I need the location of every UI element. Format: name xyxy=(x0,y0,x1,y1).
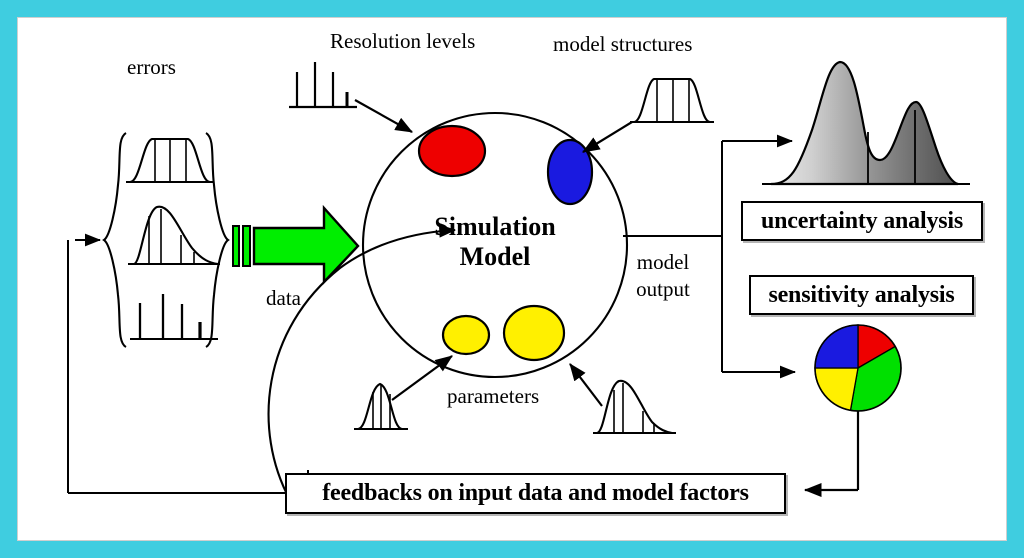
parameters-symmetric-chart xyxy=(354,382,408,431)
data-green-arrow xyxy=(232,204,360,286)
errors-trapezoid-chart xyxy=(126,137,214,184)
resolution-levels-arrow xyxy=(354,99,413,133)
parameters-skewed-chart xyxy=(593,379,676,435)
sensitivity-analysis-box[interactable]: sensitivity analysis xyxy=(749,275,974,315)
feedback-return-path xyxy=(67,240,285,494)
uncertainty-analysis-box[interactable]: uncertainty analysis xyxy=(741,201,983,241)
simulation-model-title: Simulation Model xyxy=(395,212,595,272)
feedbacks-box[interactable]: feedbacks on input data and model factor… xyxy=(285,473,786,514)
feedback-to-model-curve xyxy=(267,224,457,501)
resolution-levels-label: Resolution levels xyxy=(330,29,476,53)
errors-label: errors xyxy=(127,55,176,79)
sensitivity-pie-chart xyxy=(814,324,902,412)
model-blob-red xyxy=(417,124,487,178)
errors-skewed-chart xyxy=(128,205,220,266)
model-blob-blue xyxy=(546,138,594,206)
errors-discrete-chart xyxy=(130,294,218,341)
model-blob-yellow-large xyxy=(502,304,566,362)
model-structures-arrow xyxy=(582,121,633,153)
model-blob-yellow-small xyxy=(441,314,491,356)
errors-bracket-left xyxy=(102,132,127,348)
data-label: data xyxy=(266,286,301,310)
errors-bracket-right xyxy=(205,132,230,348)
resolution-levels-chart xyxy=(289,62,357,109)
parameters-left-arrow xyxy=(391,355,453,401)
model-output-routing xyxy=(623,134,796,379)
uncertainty-distribution-chart xyxy=(762,60,970,186)
model-output-label-line1: model xyxy=(636,250,690,274)
model-output-label-line2: output xyxy=(636,277,690,301)
parameters-label: parameters xyxy=(447,384,540,408)
parameters-right-arrow xyxy=(569,363,603,407)
model-structures-label: model structures xyxy=(553,32,693,56)
simulation-model-title-line2: Model xyxy=(459,242,531,272)
simulation-model-title-line1: Simulation xyxy=(434,212,556,241)
model-structures-chart xyxy=(630,77,714,124)
sensitivity-to-feedback-line xyxy=(803,411,860,498)
